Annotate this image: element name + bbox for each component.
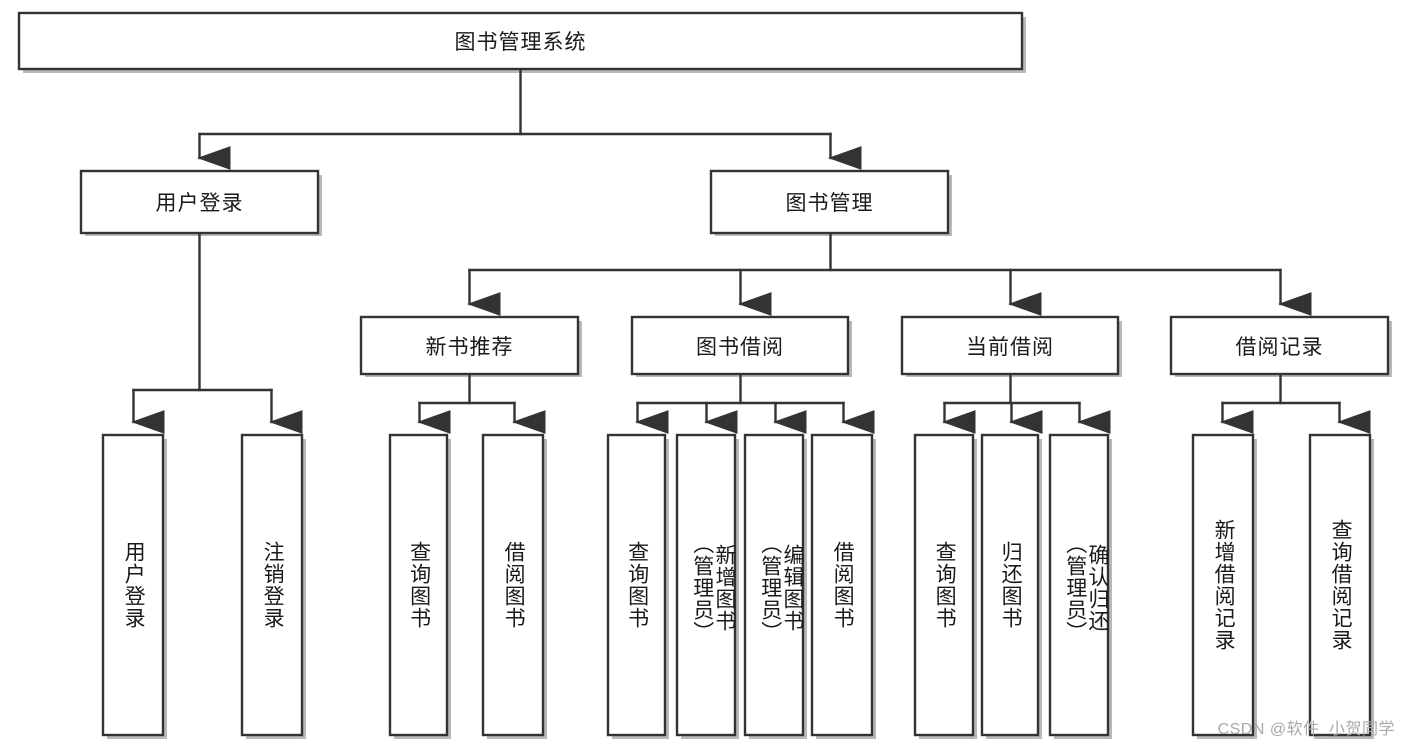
node-borrow-record[interactable]: [1169, 315, 1390, 376]
connectors-user-login: [131, 231, 303, 434]
node-user-login[interactable]: [79, 169, 320, 235]
connectors-borrow-record: [1220, 372, 1371, 434]
node-root[interactable]: [17, 11, 1024, 71]
node-leaf-user-login[interactable]: [101, 433, 165, 737]
connectors-root: [197, 67, 862, 170]
node-leaf-return-book[interactable]: [980, 433, 1040, 737]
node-leaf-query-record[interactable]: [1308, 433, 1372, 737]
node-leaf-add-record[interactable]: [1191, 433, 1255, 737]
node-book-borrow[interactable]: [630, 315, 850, 376]
node-leaf-edit-book[interactable]: [743, 433, 805, 737]
node-leaf-confirm-return[interactable]: [1048, 433, 1110, 737]
node-new-book-rec[interactable]: [359, 315, 580, 376]
connectors-book-borrow: [635, 372, 875, 434]
node-leaf-borrow-book-2[interactable]: [810, 433, 874, 737]
node-leaf-query-book-2[interactable]: [606, 433, 667, 737]
node-book-manage[interactable]: [709, 169, 950, 235]
connectors-current-borrow: [942, 372, 1111, 434]
csdn-watermark: CSDN @软件_小贺同学: [1217, 721, 1395, 738]
node-leaf-query-book-3[interactable]: [913, 433, 975, 737]
node-leaf-borrow-book-1[interactable]: [481, 433, 545, 737]
node-leaf-add-book[interactable]: [675, 433, 737, 737]
node-leaf-logout[interactable]: [240, 433, 304, 737]
connectors-book-manage: [467, 231, 1312, 316]
node-current-borrow[interactable]: [900, 315, 1120, 376]
connectors-new-book-rec: [417, 372, 546, 434]
node-leaf-query-book-1[interactable]: [388, 433, 449, 737]
